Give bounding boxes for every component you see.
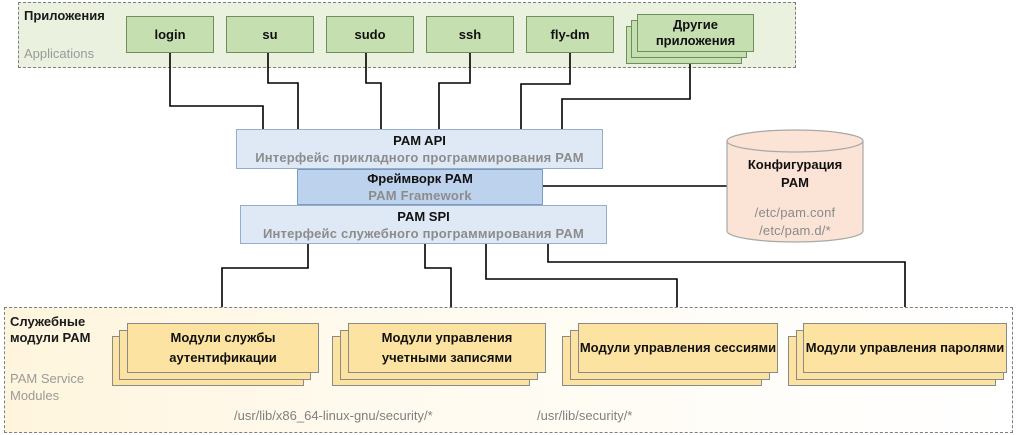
- applications-group-subtitle: Applications: [24, 46, 95, 61]
- line-sudo-api: [365, 53, 382, 129]
- line-login-api: [169, 53, 264, 129]
- line-ssh-api: [438, 53, 471, 129]
- module-accounts: Модули управления учетными записями: [348, 323, 546, 373]
- pam-spi-title: PAM SPI: [397, 208, 450, 224]
- app-su: su: [226, 16, 314, 53]
- line-spi-passwords: [547, 244, 906, 323]
- module-sessions: Модули управления сессиями: [578, 323, 778, 373]
- app-ssh: ssh: [426, 16, 514, 53]
- module-path-1: /usr/lib/x86_64-linux-gnu/security/*: [234, 408, 433, 423]
- pam-api-title: PAM API: [393, 133, 446, 148]
- app-login: login: [126, 16, 214, 53]
- app-fly-dm: fly-dm: [526, 16, 614, 53]
- config-title: Конфигурация PAM: [747, 157, 843, 190]
- modules-group-title: Служебные модули PAM: [10, 314, 91, 345]
- config-path-1: /etc/pam.conf: [754, 205, 836, 220]
- modules-group-subtitle: PAM Service Modules: [10, 371, 85, 403]
- pam-spi-subtitle: Интерфейс служебного программирования PA…: [262, 225, 585, 241]
- module-auth: Модули службы аутентификации: [127, 323, 319, 373]
- config-label-block: Конфигурация PAM: [727, 156, 863, 192]
- framework-title: Фреймворк PAM: [367, 171, 473, 186]
- line-spi-auth: [221, 244, 309, 323]
- pam-api-box: PAM API Интерфейс прикладного программир…: [236, 129, 603, 169]
- line-spi-sessions: [485, 244, 678, 323]
- app-sudo: sudo: [326, 16, 414, 53]
- config-path-2: /etc/pam.d/*: [759, 223, 831, 238]
- applications-group-title: Приложения: [24, 8, 105, 23]
- line-other-api: [561, 64, 691, 129]
- framework-subtitle: PAM Framework: [368, 188, 472, 203]
- line-flydm-api: [520, 53, 571, 129]
- config-cylinder: [726, 129, 864, 243]
- pam-api-subtitle: Интерфейс прикладного программирования P…: [255, 150, 584, 165]
- module-path-2: /usr/lib/security/*: [537, 408, 633, 423]
- module-passwords: Модули управления паролями: [803, 323, 1007, 373]
- pam-framework-box: Фреймворк PAM PAM Framework: [297, 169, 543, 205]
- app-other: Другие приложения: [637, 14, 754, 52]
- line-spi-accounts: [424, 244, 452, 323]
- line-su-api: [267, 53, 299, 129]
- pam-spi-box: PAM SPI Интерфейс служебного программиро…: [240, 205, 607, 244]
